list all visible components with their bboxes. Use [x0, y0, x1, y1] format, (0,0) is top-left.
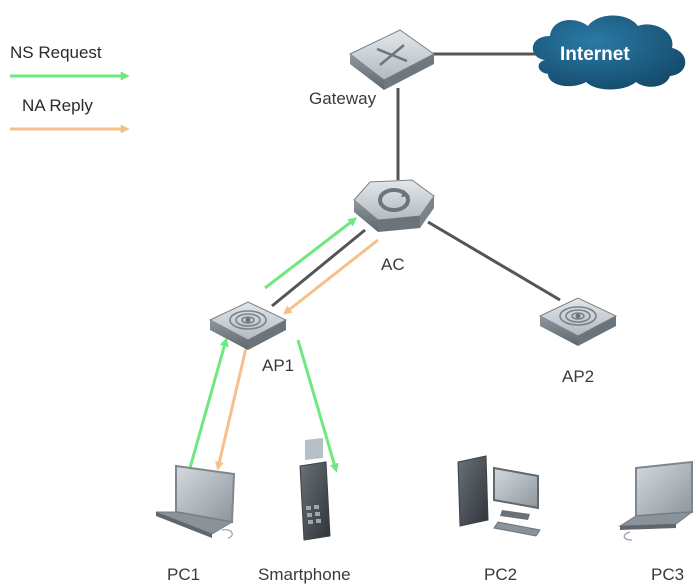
ac-label: AC	[381, 255, 405, 274]
pc2-label: PC2	[484, 565, 518, 584]
gateway-label: Gateway	[309, 89, 377, 108]
pc3-laptop-icon	[618, 460, 694, 541]
access-controller-icon	[353, 179, 435, 232]
ap2-label: AP2	[562, 367, 595, 386]
phone-icon	[299, 438, 331, 541]
link-ac-ap1	[271, 228, 366, 308]
pc3-label: PC3	[651, 565, 685, 584]
cloud-icon	[532, 15, 686, 90]
legend-na-label: NA Reply	[22, 96, 93, 115]
ap1-label: AP1	[262, 356, 295, 375]
pc1-label: PC1	[167, 565, 201, 584]
link-ac-ap2	[427, 220, 561, 302]
legend-ns-label: NS Request	[10, 43, 102, 62]
ap2-icon	[538, 297, 618, 346]
na-arrow-ap1-to-pc1	[215, 347, 248, 471]
na-arrow-ac-to-ap1	[282, 238, 379, 315]
ns-arrow-ap1-to-ac	[264, 217, 358, 290]
links	[271, 52, 561, 308]
ns-arrow-ap1-to-smartphone	[296, 339, 339, 473]
internet-label: Internet	[560, 44, 630, 65]
router-icon	[349, 29, 435, 90]
pc1-laptop-icon	[155, 464, 236, 539]
desktop-icon	[457, 455, 541, 537]
smartphone-label: Smartphone	[258, 565, 351, 584]
ap1-icon	[208, 301, 288, 350]
ns-arrow-pc1-to-ap1	[188, 337, 229, 469]
